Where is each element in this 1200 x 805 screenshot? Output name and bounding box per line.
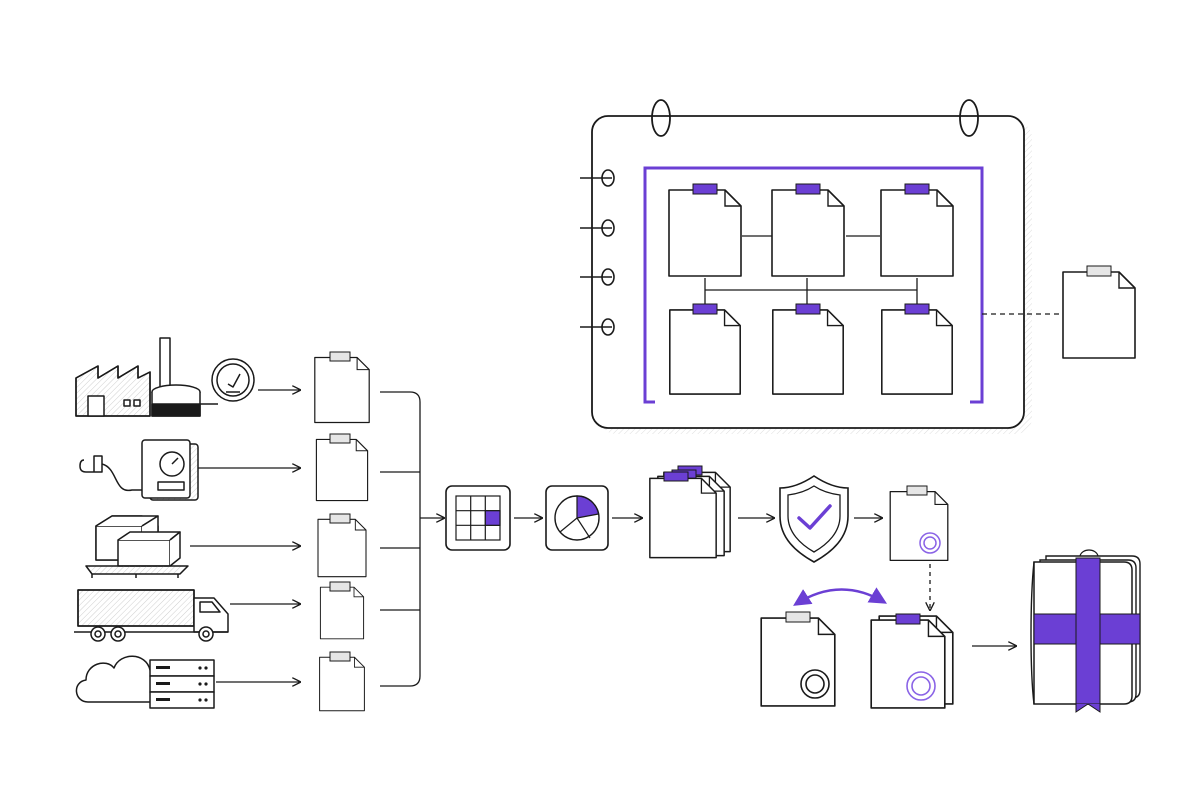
binder-ring-icon — [651, 99, 979, 137]
binder-document — [880, 303, 954, 395]
binder-document — [771, 303, 845, 395]
document-stack-icon — [649, 465, 731, 559]
pallet-icon — [85, 515, 189, 578]
source-document — [313, 351, 371, 424]
binder-document — [771, 183, 845, 277]
record-document — [760, 611, 836, 707]
selection-bracket — [643, 166, 984, 404]
bound-ledger-icon — [1030, 549, 1141, 713]
pie-chart-icon — [545, 485, 609, 551]
shield-check-icon — [779, 475, 849, 563]
factory-icon — [75, 337, 255, 417]
grid-icon — [445, 485, 511, 551]
source-document — [315, 433, 369, 502]
external-document — [1062, 265, 1136, 359]
source-document — [317, 513, 367, 578]
binder-document — [880, 183, 954, 277]
electric-meter-icon — [79, 439, 199, 501]
source-document — [318, 651, 366, 712]
binder-document — [668, 183, 742, 277]
swap-arrow — [793, 587, 888, 606]
binder-document — [668, 303, 742, 395]
record-document-stack — [870, 613, 954, 709]
seal-document-icon — [889, 485, 949, 562]
source-document — [319, 581, 365, 640]
merge-connectors — [380, 391, 444, 687]
source-arrows — [190, 390, 300, 682]
spiral-rings-icon — [580, 169, 615, 336]
truck-icon — [74, 589, 229, 642]
binder — [580, 99, 1136, 434]
cloud-server-icon — [75, 655, 215, 709]
